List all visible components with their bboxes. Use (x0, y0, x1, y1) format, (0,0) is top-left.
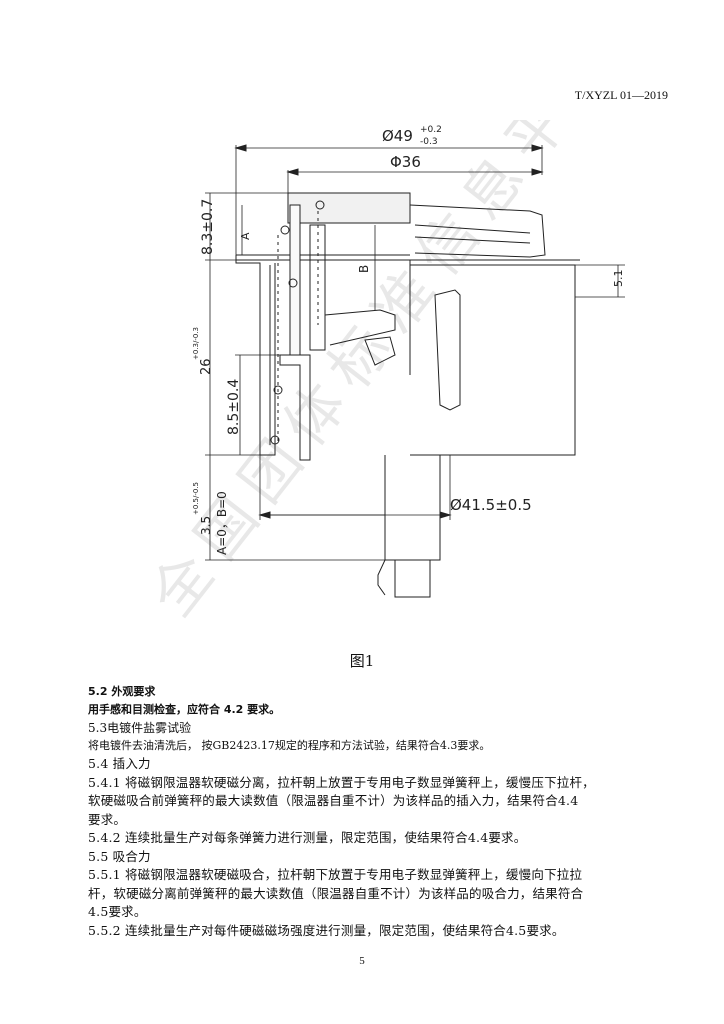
side-dim-label: 5.1 (612, 270, 625, 288)
outer-diameter-label: Ø49 (382, 127, 413, 145)
paragraph-line: 要求。 (88, 811, 127, 827)
section-heading: 5.4 插入力 (88, 756, 151, 771)
section-heading: 5.3电镀件盐雾试验 (88, 721, 192, 735)
height-mid-label: 26 (199, 358, 214, 375)
outer-tol-lower: -0.3 (420, 137, 438, 147)
bottom-diameter-label: Ø41.5±0.5 (450, 496, 532, 514)
dim-outer-diameter: Ø49 +0.2 -0.3 (234, 125, 544, 255)
section-heading: 5.5 吸合力 (88, 848, 151, 864)
dim-a-b: A B (239, 205, 376, 310)
dim-side: 5.1 (575, 264, 625, 298)
body-text: 5.2 外观要求 用手感和目测检查，应符合 4.2 要求。 5.3电镀件盐雾试验… (88, 683, 658, 940)
paragraph-line: 5.5.2 连续批量生产对每件硬磁磁场强度进行测量，限定范围，使结果符合4.5要… (88, 922, 565, 938)
inner-diameter-label: Φ36 (390, 153, 421, 171)
paragraph-line: 用手感和目测检查，应符合 4.2 要求。 (88, 703, 281, 716)
paragraph-line: 5.4.1 将磁钢限温器软硬磁分离，拉杆朝上放置于专用电子数显弹簧秤上，缓慢压下… (88, 774, 595, 790)
paragraph-line: 将电镀件去油清洗后， 按GB2423.17规定的程序和方法试验，结果符合4.3要… (88, 739, 491, 752)
dim-bottom-diameter: Ø41.5±0.5 (258, 455, 532, 520)
ab-condition-label: A=0，B=0 (215, 491, 229, 555)
paragraph-line: 5.4.2 连续批量生产对每条弹簧力进行测量，限定范围，使结果符合4.4要求。 (88, 830, 527, 845)
height-mid-tol: +0.3/-0.3 (192, 327, 200, 360)
section-heading: 5.2 外观要求 (88, 685, 156, 698)
paragraph-line: 5.5.1 将磁钢限温器软硬磁吸合，拉杆朝下放置于专用电子数显弹簧秤上，缓慢向下… (88, 867, 583, 882)
page-number: 5 (359, 955, 365, 967)
standard-code: T/XYZL 01—2019 (574, 88, 668, 102)
paragraph-line: 杆，软硬磁分离前弹簧秤的最大读数值（限温器自重不计）为该样品的吸合力，结果符合 (88, 885, 584, 901)
paragraph-line: 软硬磁吸合前弹簧秤的最大读数值（限温器自重不计）为该样品的插入力，结果符合4.4 (88, 793, 579, 808)
label-a: A (239, 232, 252, 240)
height-low-label: 8.5±0.4 (226, 379, 242, 435)
height-top-label: 8.3±0.7 (200, 199, 216, 255)
figure-caption: 图1 (349, 652, 375, 670)
outer-tol-upper: +0.2 (420, 125, 442, 135)
technical-drawing: Ø49 +0.2 -0.3 Φ36 5.1 (192, 125, 625, 598)
dim-inner-diameter: Φ36 (286, 153, 544, 195)
left-dimensions: 8.3±0.7 26 +0.3/-0.3 8.5±0.4 3.5 +0.5/-0… (192, 192, 385, 561)
paragraph-line: 4.5要求。 (88, 904, 147, 919)
height-bottom-tol: +0.5/-0.5 (192, 482, 200, 515)
height-bottom-label: 3.5 (199, 516, 213, 535)
label-b: B (357, 265, 371, 273)
